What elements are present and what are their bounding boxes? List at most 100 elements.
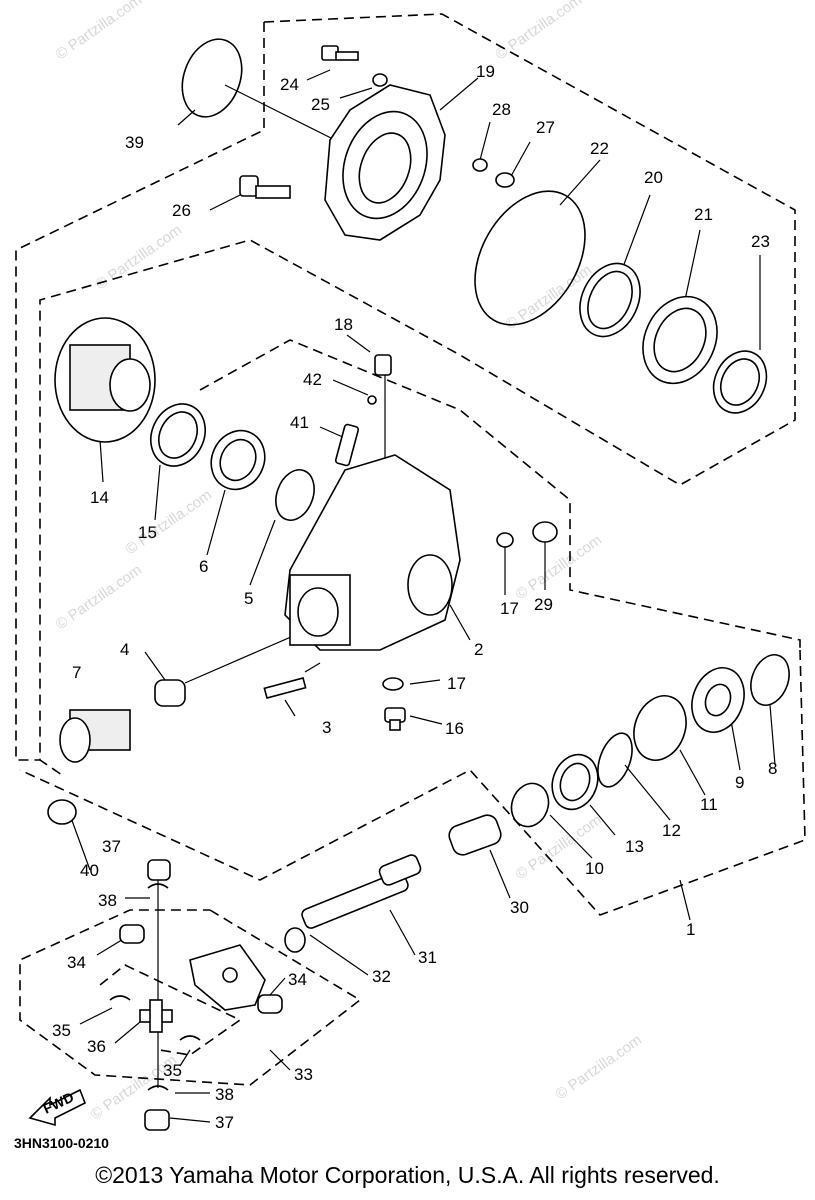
watermark: © Partzilla.com — [513, 531, 606, 603]
watermark: © Partzilla.com — [493, 0, 586, 63]
drive-shaft-31 — [301, 854, 422, 929]
gear-case-2 — [284, 454, 461, 651]
bearing-retainer-11 — [633, 695, 687, 761]
watermark: © Partzilla.com — [553, 1031, 646, 1103]
hose-41 — [334, 423, 360, 467]
callout-21: 21 — [694, 205, 713, 224]
pinion-gear-7 — [59, 709, 131, 763]
callout-41: 41 — [290, 413, 309, 432]
callout-35: 35 — [52, 1021, 71, 1040]
callout-22: 22 — [590, 139, 609, 158]
needle-bearing-30 — [448, 814, 502, 856]
callout-6: 6 — [199, 557, 208, 576]
callout-15: 15 — [138, 523, 157, 542]
callout-31: 31 — [418, 948, 437, 967]
callout-36: 36 — [87, 1037, 106, 1056]
ring-gear-14 — [54, 317, 156, 443]
watermark: © Partzilla.com — [53, 561, 146, 633]
spider-36 — [139, 999, 173, 1033]
washer-28 — [472, 158, 488, 172]
exploded-parts-diagram: © Partzilla.com © Partzilla.com © Partzi… — [14, 0, 806, 1151]
callout-17: 17 — [500, 599, 519, 618]
watermark: © Partzilla.com — [123, 486, 216, 558]
callout-29: 29 — [534, 595, 553, 614]
circlip-38 — [147, 883, 169, 889]
group-outlines — [15, 13, 806, 1086]
clip-42 — [367, 395, 377, 405]
circlip-38b — [147, 1085, 169, 1091]
callout-9: 9 — [735, 773, 744, 792]
housing-group-outline — [199, 339, 801, 650]
callout-28: 28 — [492, 100, 511, 119]
callout-24: 24 — [280, 75, 299, 94]
o-ring-39 — [181, 38, 243, 118]
callout-38b: 38 — [215, 1085, 234, 1104]
bushing-4 — [154, 679, 186, 707]
circlip-32 — [284, 927, 306, 953]
o-ring-12 — [597, 732, 633, 788]
watermark: © Partzilla.com — [93, 221, 186, 293]
callout-18: 18 — [334, 315, 353, 334]
drain-bolt-16 — [384, 707, 406, 731]
callout-16: 16 — [445, 719, 464, 738]
copyright-notice: ©2013 Yamaha Motor Corporation, U.S.A. A… — [95, 1162, 720, 1188]
callout-labels: 1 2 3 4 5 6 7 8 9 10 11 12 13 14 15 16 1… — [52, 62, 777, 1132]
leader-lines — [69, 69, 776, 1123]
breather-18 — [374, 354, 392, 376]
o-ring-22 — [474, 190, 586, 326]
callout-7: 7 — [72, 663, 81, 682]
callout-8: 8 — [768, 759, 777, 778]
callout-33: 33 — [294, 1065, 313, 1084]
callout-42: 42 — [303, 370, 322, 389]
callout-35b: 35 — [163, 1061, 182, 1080]
callout-37: 37 — [102, 837, 121, 856]
oil-seal-5 — [275, 469, 315, 521]
callout-13: 13 — [625, 837, 644, 856]
callout-20: 20 — [644, 168, 663, 187]
callout-10: 10 — [585, 859, 604, 878]
parts — [47, 38, 790, 1131]
gasket-17 — [496, 532, 514, 548]
gasket-17-lower — [382, 677, 404, 691]
yoke-33 — [189, 944, 266, 1011]
forward-arrow-icon: FWD — [28, 1089, 87, 1127]
stud-bolt-3 — [263, 677, 307, 699]
cover-group-left-outline — [15, 22, 265, 761]
callout-14: 14 — [90, 488, 109, 507]
bearing-cup-37 — [147, 859, 171, 881]
bearing-cup-34 — [119, 924, 145, 944]
bearing-group-outline — [19, 649, 806, 916]
callout-19: 19 — [476, 62, 495, 81]
callout-3: 3 — [322, 718, 331, 737]
bolt-26 — [239, 175, 291, 199]
callout-23: 23 — [751, 232, 770, 251]
bearing-cup-34b — [257, 994, 283, 1014]
callout-25: 25 — [311, 95, 330, 114]
yoke-group-outline — [19, 909, 362, 1086]
callout-40: 40 — [80, 861, 99, 880]
callout-17b: 17 — [447, 674, 466, 693]
callout-12: 12 — [662, 821, 681, 840]
spider-group-outline — [99, 964, 242, 1056]
bearing-cup-37b — [144, 1109, 170, 1131]
seal-8 — [750, 654, 790, 706]
drawing-code: 3HN3100-0210 — [14, 1135, 109, 1151]
callout-38: 38 — [98, 891, 117, 910]
bearing-housing-cover-19 — [324, 84, 446, 241]
callout-39: 39 — [125, 133, 144, 152]
callout-1: 1 — [686, 920, 695, 939]
callout-34: 34 — [67, 953, 86, 972]
bolt-24 — [321, 45, 359, 61]
plug-29 — [532, 521, 558, 543]
callout-4: 4 — [120, 640, 129, 659]
callout-27: 27 — [536, 118, 555, 137]
watermark: © Partzilla.com — [53, 0, 146, 63]
collar-10 — [510, 782, 550, 828]
callout-37b: 37 — [215, 1113, 234, 1132]
callout-5: 5 — [244, 589, 253, 608]
callout-2: 2 — [474, 640, 483, 659]
callout-11: 11 — [700, 795, 718, 814]
washer-25 — [372, 73, 388, 87]
callout-30: 30 — [510, 898, 529, 917]
circlip-35 — [109, 995, 131, 1001]
